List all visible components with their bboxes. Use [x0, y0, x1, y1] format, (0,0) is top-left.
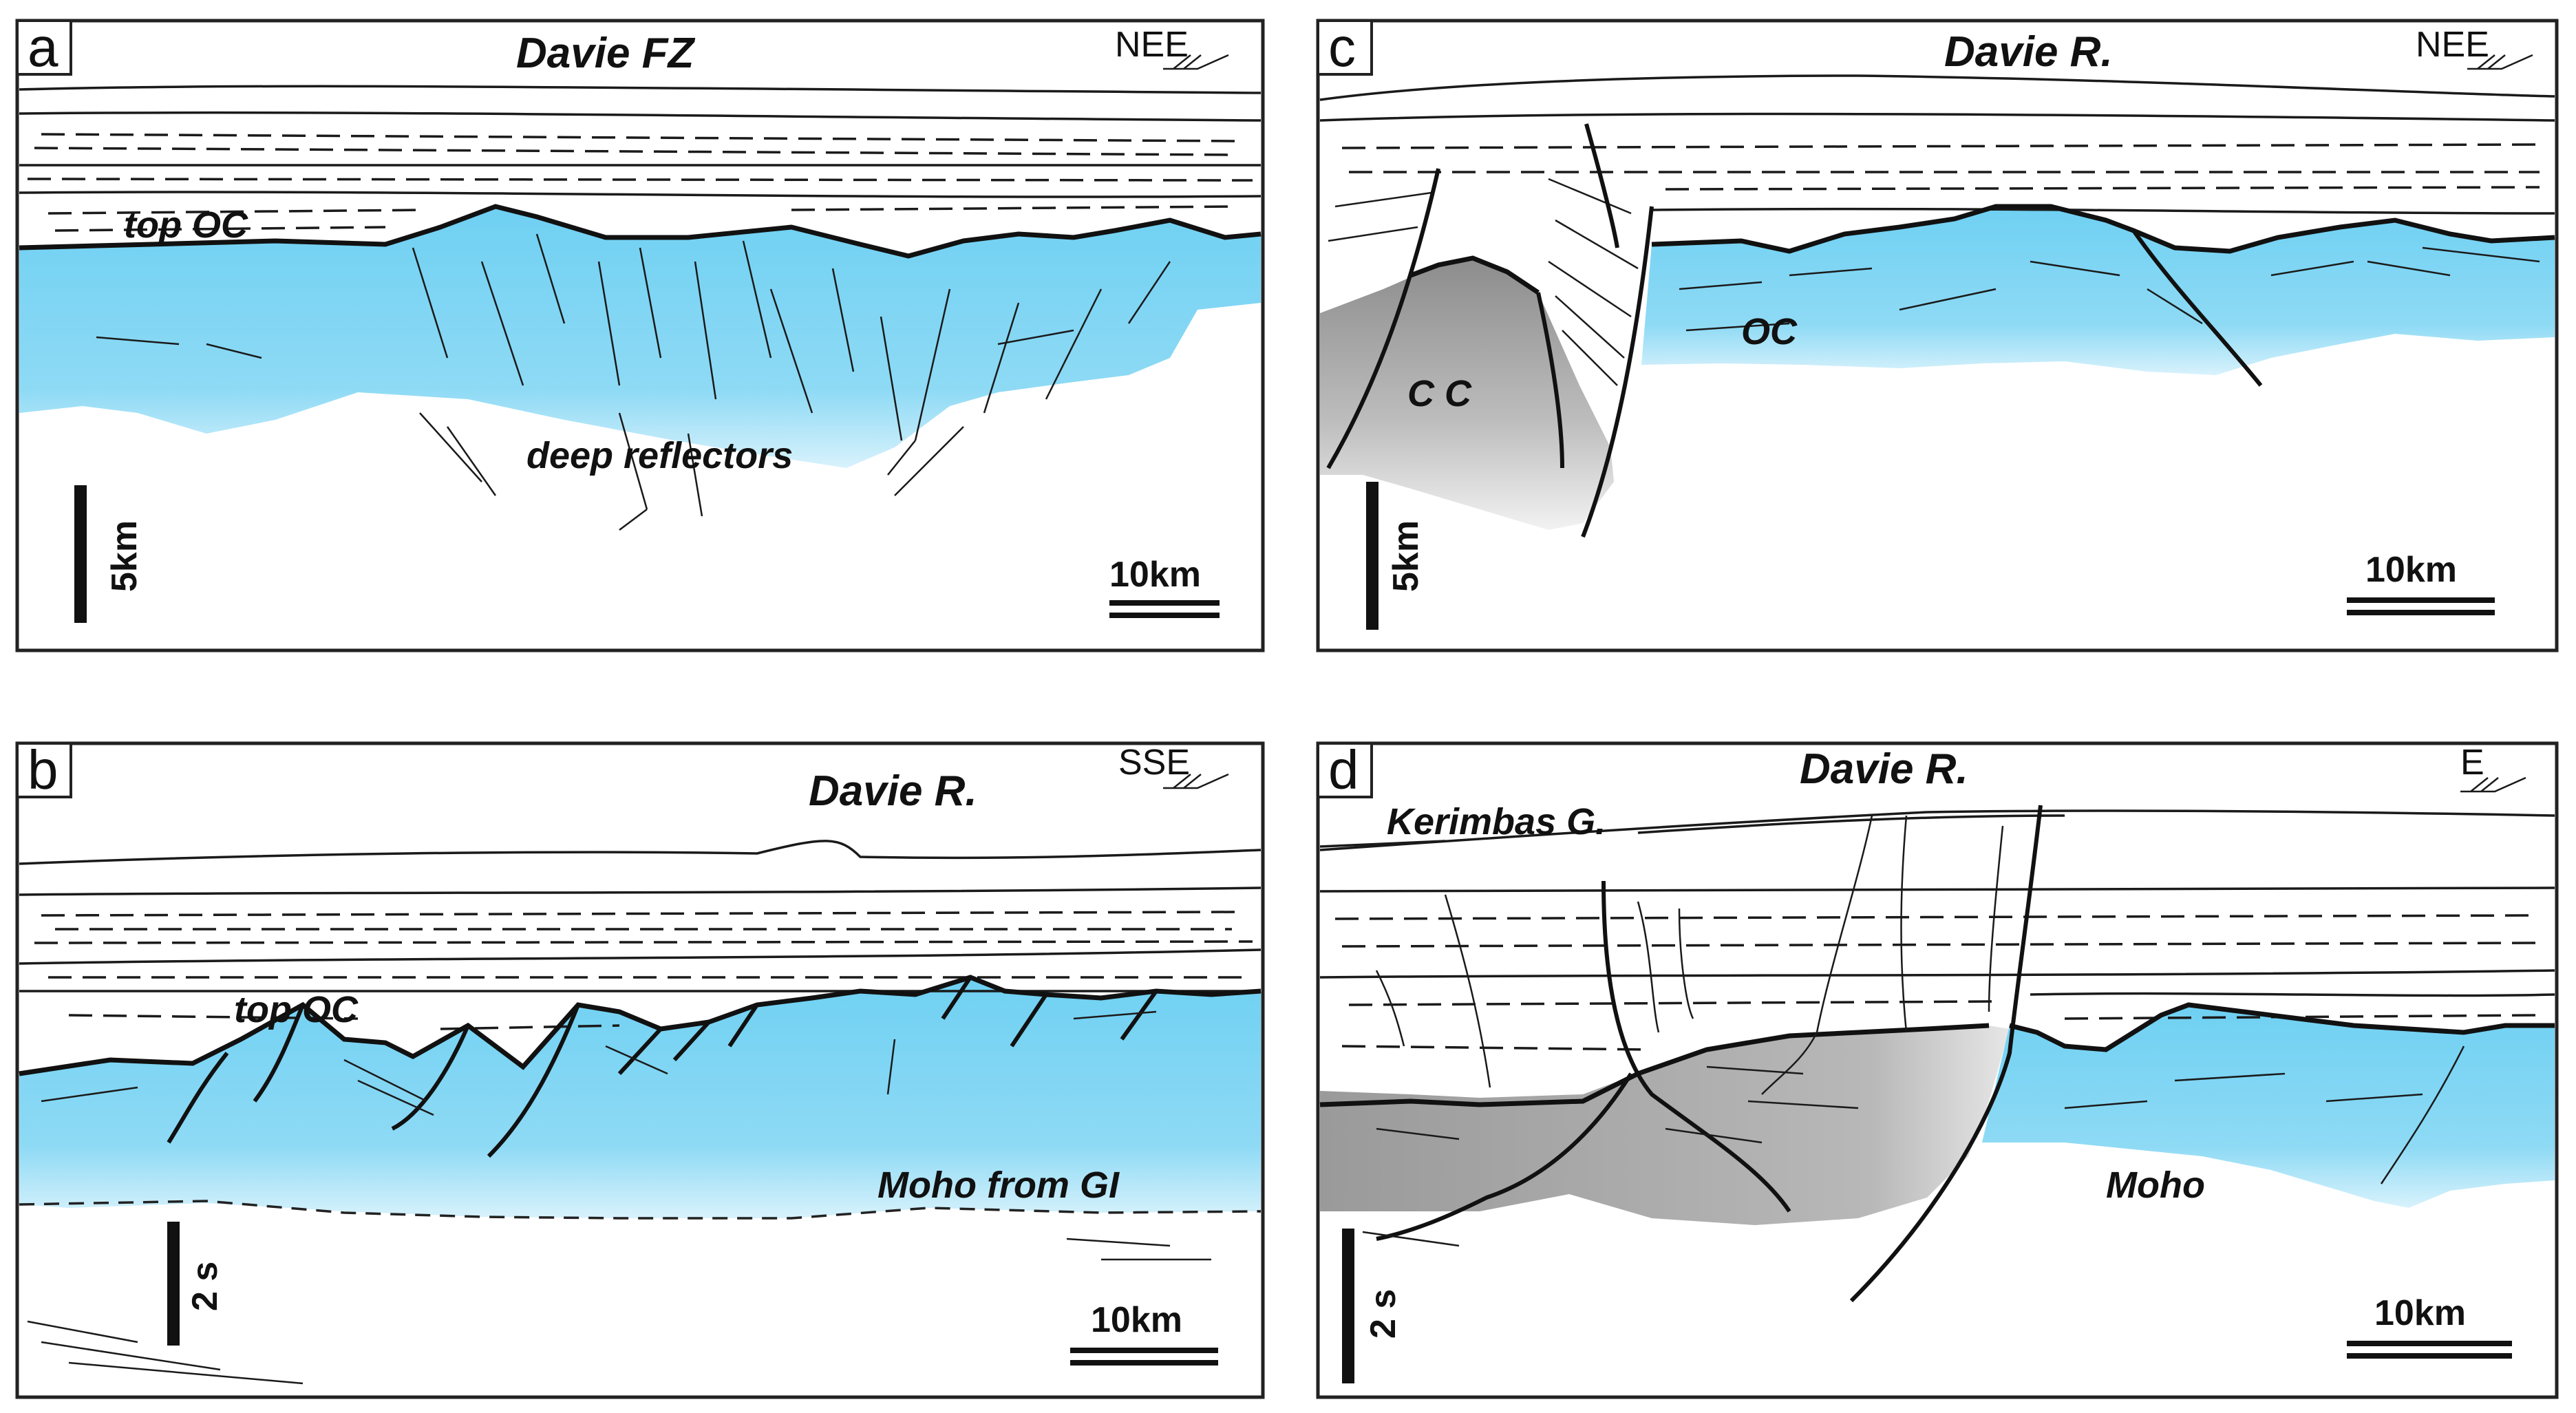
panel-d-sediment-layers: [1319, 809, 2555, 1051]
panel-a-label-top-oc: top OC: [124, 204, 248, 246]
panel-a-direction: NEE: [1115, 25, 1189, 65]
panel-c-horizontal-scale-bar-1: [2347, 597, 2495, 603]
panel-a-tag-box: [16, 19, 72, 76]
panel-c-vertical-scale-bar: [1366, 482, 1379, 630]
panel-c-sediment-layers: [1319, 74, 2555, 386]
panel-c-label-oc: OC: [1741, 311, 1798, 352]
panel-c-top-cc-line: [1409, 255, 1540, 295]
panel-c-title: Davie R.: [1944, 28, 2113, 76]
panel-c-horizontal-scale-label: 10km: [2365, 550, 2457, 590]
panel-a-sediment-layers: [19, 85, 1262, 232]
panel-a-direction-arrow-icon: [1163, 54, 1229, 70]
panel-b: b Davie R. SSE top OC Moho from GI 2 s 1…: [15, 739, 1265, 1399]
panel-b-faults: [167, 976, 1158, 1158]
panel-d-horizontal-scale-bar-1: [2347, 1341, 2512, 1346]
panel-a-frame: [15, 19, 1265, 652]
panel-a-horizontal-scale-label: 10km: [1109, 555, 1201, 595]
panel-b-label-moho: Moho from GI: [877, 1165, 1120, 1206]
panel-a-oceanic-crust: [19, 206, 1261, 468]
panel-b-vertical-scale-label: 2 s: [185, 1262, 225, 1311]
panel-c-oceanic-crust: [1641, 206, 2555, 375]
panel-b-oceanic-crust: [19, 977, 1261, 1218]
panel-d: d Davie R. E Kerimbas G. Moho 2 s 10km: [1316, 739, 2559, 1399]
panel-d-horizontal-scale-label: 10km: [2374, 1293, 2466, 1333]
panel-c-tag-box: [1317, 19, 1373, 76]
panel-b-horizontal-scale-bar-2: [1070, 1360, 1218, 1366]
panel-b-tag-box: [16, 742, 72, 798]
panel-b-tag: b: [28, 739, 58, 800]
panel-d-vertical-scale-label: 2 s: [1363, 1289, 1403, 1339]
panel-d-direction: E: [2460, 743, 2484, 783]
panel-d-label-moho: Moho: [2106, 1165, 2205, 1206]
panel-b-horizontal-scale-label: 10km: [1091, 1300, 1182, 1340]
panel-d-label-kerimbas: Kerimbas G.: [1387, 801, 1606, 842]
panel-c-top-oc-line: [1651, 204, 2555, 254]
panel-d-continental-crust: [1320, 1026, 2010, 1225]
panel-d-tag: d: [1328, 739, 1359, 800]
panel-c-direction: NEE: [2416, 25, 2489, 65]
panel-d-title: Davie R.: [1800, 745, 1968, 793]
panel-b-title: Davie R.: [809, 767, 977, 815]
panel-a-vertical-scale-bar: [74, 485, 87, 623]
panel-a-tag: a: [28, 17, 58, 78]
panel-d-reflectors: [1362, 1065, 2423, 1247]
panel-d-frame: [1316, 741, 2559, 1399]
panel-d-top-cc-line: [1319, 1023, 1990, 1107]
panel-b-direction-arrow-icon: [1163, 773, 1229, 789]
panel-a-label-deep-reflectors: deep reflectors: [526, 435, 793, 476]
panel-d-vertical-scale-bar: [1342, 1229, 1354, 1383]
panel-a-horizontal-scale-bar-2: [1109, 613, 1220, 618]
panel-a-horizontal-scale-bar-1: [1109, 600, 1220, 606]
panel-b-sediment-layers: [19, 840, 1262, 1030]
panel-c-horizontal-scale-bar-2: [2347, 610, 2495, 615]
panel-d-direction-arrow-icon: [2460, 776, 2526, 793]
panel-c-label-cc: C C: [1407, 373, 1472, 414]
panel-a-vertical-scale-label: 5km: [105, 520, 145, 592]
panel-b-label-top-oc: top OC: [234, 989, 359, 1030]
panel-b-frame: [15, 741, 1265, 1399]
panel-a-top-oc-line: [19, 204, 1262, 259]
panel-c-vertical-scale-label: 5km: [1386, 520, 1426, 592]
panel-b-moho-line: [19, 1200, 1262, 1220]
panel-a: a Davie FZ NEE top OC deep reflectors 5k…: [15, 17, 1265, 652]
panel-a-reflectors: [96, 233, 1171, 531]
panel-c-faults: [1326, 123, 2263, 538]
panel-b-horizontal-scale-bar-1: [1070, 1348, 1218, 1353]
panel-c-frame: [1316, 19, 2559, 652]
panel-c: c Davie R. NEE C C OC 5km 10km: [1316, 17, 2559, 652]
panel-b-vertical-scale-bar: [167, 1222, 180, 1346]
panel-d-horizontal-scale-bar-2: [2347, 1353, 2512, 1359]
panel-b-direction: SSE: [1118, 743, 1190, 783]
panel-d-oceanic-crust: [1982, 1005, 2555, 1208]
panel-d-tag-box: [1317, 742, 1373, 798]
panel-d-faults: [1375, 805, 2465, 1303]
panel-b-deep-reflectors: [27, 1237, 1211, 1385]
panel-c-tag: c: [1328, 17, 1356, 78]
panel-a-title: Davie FZ: [516, 30, 696, 77]
panel-b-reflectors: [41, 1010, 1157, 1116]
panel-c-reflectors: [1679, 246, 2540, 332]
panel-d-top-oc-line: [2009, 1002, 2555, 1052]
panel-c-direction-arrow-icon: [2467, 54, 2533, 70]
